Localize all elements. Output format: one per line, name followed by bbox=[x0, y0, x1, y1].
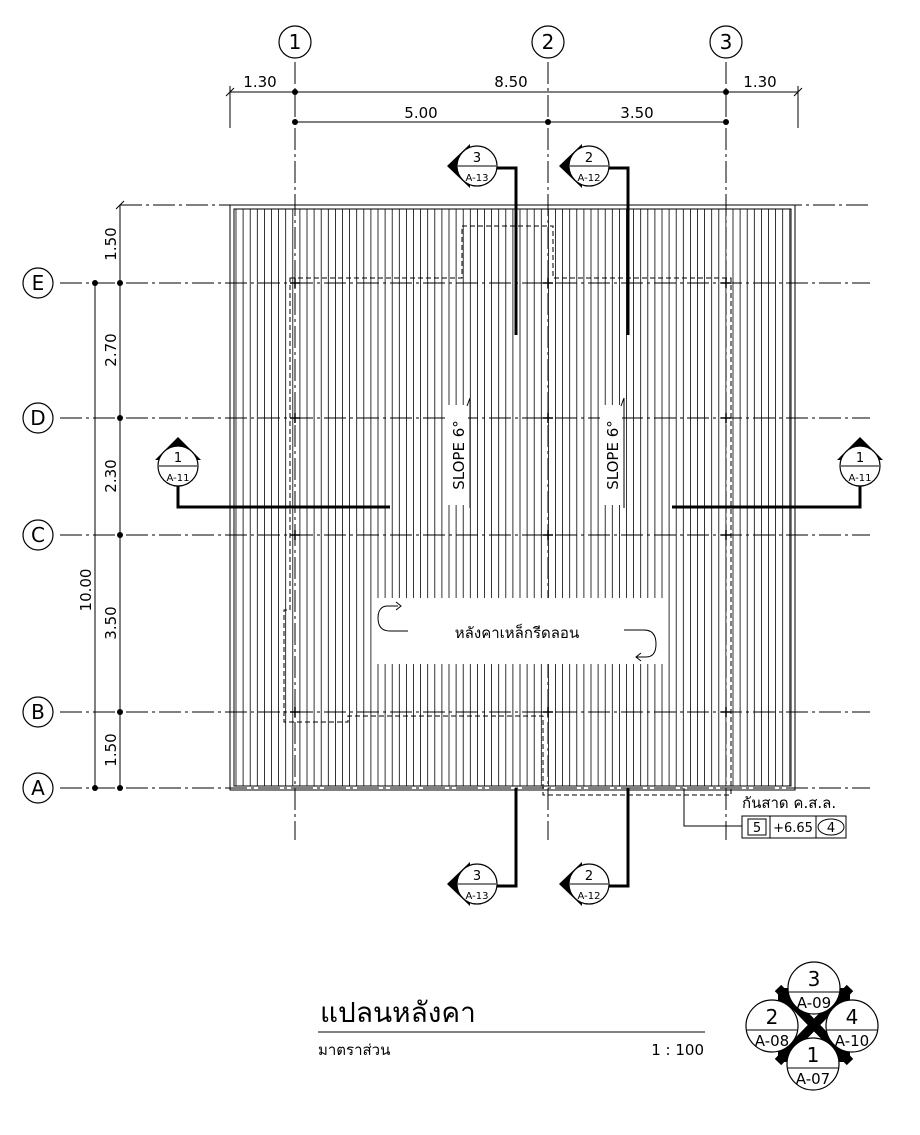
svg-text:4: 4 bbox=[846, 1005, 859, 1029]
grid-bubble-2: 2 bbox=[531, 25, 565, 59]
svg-text:C: C bbox=[31, 523, 45, 547]
svg-text:+6.65: +6.65 bbox=[773, 821, 813, 836]
section-marker-top-2: 2 A-12 bbox=[559, 144, 610, 188]
roof-outline-inner bbox=[233, 208, 792, 787]
key-plan-bubble-2: 2 A-08 bbox=[745, 999, 799, 1053]
dim-overhang-right: 1.30 bbox=[743, 73, 776, 91]
svg-text:A-12: A-12 bbox=[578, 173, 601, 184]
section-cut-lines bbox=[176, 166, 862, 888]
dim-overhang-top: 1.50 bbox=[102, 227, 120, 260]
key-plan-bubble-4: 4 A-10 bbox=[825, 999, 879, 1053]
scale-value: 1 : 100 bbox=[651, 1041, 704, 1059]
dim-bay-D-C: 2.30 bbox=[102, 459, 120, 492]
roof-material-note: หลังคาเหล็กรีดลอน bbox=[376, 598, 666, 664]
section-marker-bottom-2: 2 A-12 bbox=[559, 862, 610, 906]
svg-text:SLOPE 6°: SLOPE 6° bbox=[450, 420, 468, 490]
svg-text:5: 5 bbox=[753, 821, 761, 836]
section-marker-right-1: 1 A-11 bbox=[837, 437, 883, 487]
svg-text:B: B bbox=[31, 700, 45, 724]
scale-label: มาตราส่วน bbox=[318, 1041, 390, 1059]
svg-text:หลังคาเหล็กรีดลอน: หลังคาเหล็กรีดลอน bbox=[455, 623, 579, 642]
svg-text:A-07: A-07 bbox=[796, 1070, 830, 1088]
roof-corrugation-lines bbox=[235, 209, 791, 786]
canopy-callout: กันสาด ค.ส.ล. 5 +6.65 4 bbox=[683, 788, 847, 839]
svg-text:2: 2 bbox=[766, 1005, 779, 1029]
drawing-title: แปลนหลังคา bbox=[320, 996, 476, 1029]
svg-text:3: 3 bbox=[473, 869, 481, 884]
grid-bubble-3: 3 bbox=[709, 25, 743, 59]
wall-outline-dashed bbox=[283, 225, 732, 796]
grid-bubble-1: 1 bbox=[278, 25, 312, 59]
slope-indicator-left: SLOPE 6° bbox=[446, 397, 471, 508]
grid-bubble-B: B bbox=[22, 696, 54, 728]
svg-text:A-11: A-11 bbox=[849, 473, 872, 484]
dim-overall-depth: 10.00 bbox=[77, 569, 95, 612]
svg-text:1: 1 bbox=[856, 451, 864, 466]
section-marker-top-3: 3 A-13 bbox=[447, 144, 498, 188]
svg-text:E: E bbox=[32, 271, 45, 295]
svg-text:A-13: A-13 bbox=[466, 891, 489, 902]
roof-outline bbox=[229, 204, 796, 791]
dim-overhang-left: 1.30 bbox=[243, 73, 276, 91]
svg-text:4: 4 bbox=[827, 821, 835, 836]
section-marker-left-1: 1 A-11 bbox=[155, 437, 201, 487]
svg-text:1: 1 bbox=[807, 1043, 820, 1067]
svg-text:2: 2 bbox=[542, 30, 555, 54]
title-block: แปลนหลังคา มาตราส่วน 1 : 100 bbox=[318, 996, 705, 1059]
key-plan-bubble-1: 1 A-07 bbox=[786, 1037, 840, 1091]
svg-text:A-12: A-12 bbox=[578, 891, 601, 902]
grid-bubble-A: A bbox=[22, 772, 54, 804]
column-markers bbox=[290, 278, 731, 717]
svg-text:3: 3 bbox=[473, 151, 481, 166]
dim-overall-width: 8.50 bbox=[494, 73, 527, 91]
grid-bubble-D: D bbox=[22, 402, 54, 434]
dim-bay-C-B: 3.50 bbox=[102, 606, 120, 639]
svg-text:A-11: A-11 bbox=[167, 473, 190, 484]
grid-bubble-E: E bbox=[22, 267, 54, 299]
svg-text:SLOPE 6°: SLOPE 6° bbox=[604, 420, 622, 490]
svg-text:A-10: A-10 bbox=[835, 1032, 869, 1050]
grid-bubble-C: C bbox=[22, 519, 54, 551]
dim-bay-1-2: 5.00 bbox=[404, 104, 437, 122]
svg-text:2: 2 bbox=[585, 869, 593, 884]
svg-text:3: 3 bbox=[808, 967, 821, 991]
key-plan-bubble-3: 3 A-09 bbox=[787, 961, 841, 1015]
svg-text:A-09: A-09 bbox=[797, 994, 831, 1012]
svg-text:A: A bbox=[31, 776, 45, 800]
dimension-lines-top bbox=[225, 86, 803, 128]
svg-text:D: D bbox=[30, 406, 45, 430]
section-marker-bottom-3: 3 A-13 bbox=[447, 862, 498, 906]
svg-text:1: 1 bbox=[174, 451, 182, 466]
svg-text:A-08: A-08 bbox=[755, 1032, 789, 1050]
key-plan: 3 A-09 2 A-08 4 A-10 1 A-07 bbox=[745, 961, 879, 1091]
svg-text:1: 1 bbox=[289, 30, 302, 54]
dim-bay-2-3: 3.50 bbox=[620, 104, 653, 122]
svg-text:3: 3 bbox=[720, 30, 733, 54]
canopy-label: กันสาด ค.ส.ล. bbox=[742, 794, 836, 812]
svg-text:A-13: A-13 bbox=[466, 173, 489, 184]
dim-bay-E-D: 2.70 bbox=[102, 333, 120, 366]
svg-text:2: 2 bbox=[585, 151, 593, 166]
dim-overhang-bottom: 1.50 bbox=[102, 733, 120, 766]
dimension-lines-left bbox=[92, 200, 125, 791]
slope-indicator-right: SLOPE 6° bbox=[600, 397, 625, 508]
